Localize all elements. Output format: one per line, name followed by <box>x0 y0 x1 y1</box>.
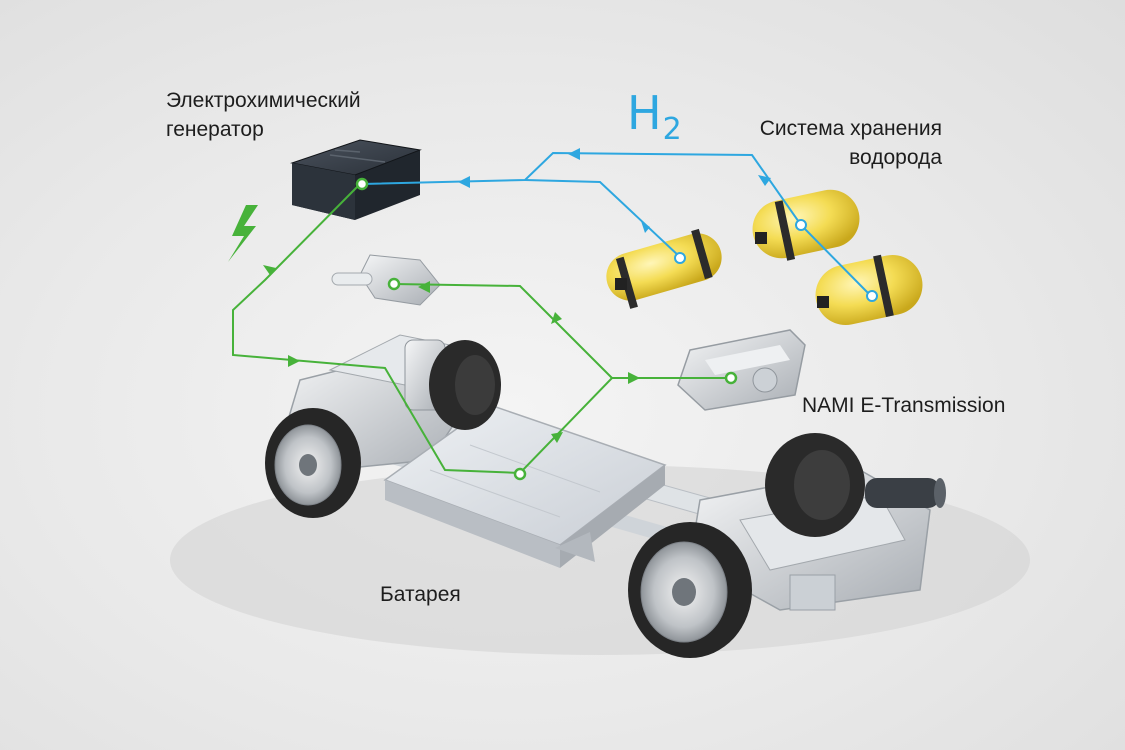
transmission-label: NAMI E-Transmission <box>802 394 1006 417</box>
electric-nodes <box>355 177 738 481</box>
hydrogen-nodes <box>674 219 878 302</box>
hydrogen-symbol-letter: H <box>627 86 663 140</box>
hydrogen-tank-lower <box>815 254 923 325</box>
rear-motor <box>865 478 946 508</box>
front-left-wheel <box>265 408 361 518</box>
generator-label-line1: Электрохимический <box>166 89 361 112</box>
generator-label-line2: генератор <box>166 118 264 141</box>
hydrogen-symbol-subscript: 2 <box>662 112 683 147</box>
battery-label: Батарея <box>380 583 461 606</box>
hydrogen-flow-arrows <box>458 148 771 233</box>
hydrogen-tank-small <box>606 228 722 309</box>
front-right-wheel <box>429 340 501 430</box>
rear-right-wheel <box>765 433 865 537</box>
electric-flow-lines <box>232 183 730 475</box>
storage-label: Система хранения водорода <box>735 114 942 172</box>
storage-label-line1: Система хранения <box>759 117 942 140</box>
e-transmission-unit <box>677 329 806 411</box>
front-motor-unit <box>331 254 441 306</box>
hydrogen-symbol: H2 <box>627 88 683 155</box>
lightning-bolt-icon <box>228 205 258 262</box>
electrochemical-generator <box>290 139 422 220</box>
rear-left-wheel <box>628 522 752 658</box>
electric-flow-arrows <box>263 265 640 443</box>
hydrogen-flow-lines <box>362 151 871 296</box>
generator-label: Электрохимический генератор <box>166 86 361 144</box>
storage-label-line2: водорода <box>849 146 942 169</box>
